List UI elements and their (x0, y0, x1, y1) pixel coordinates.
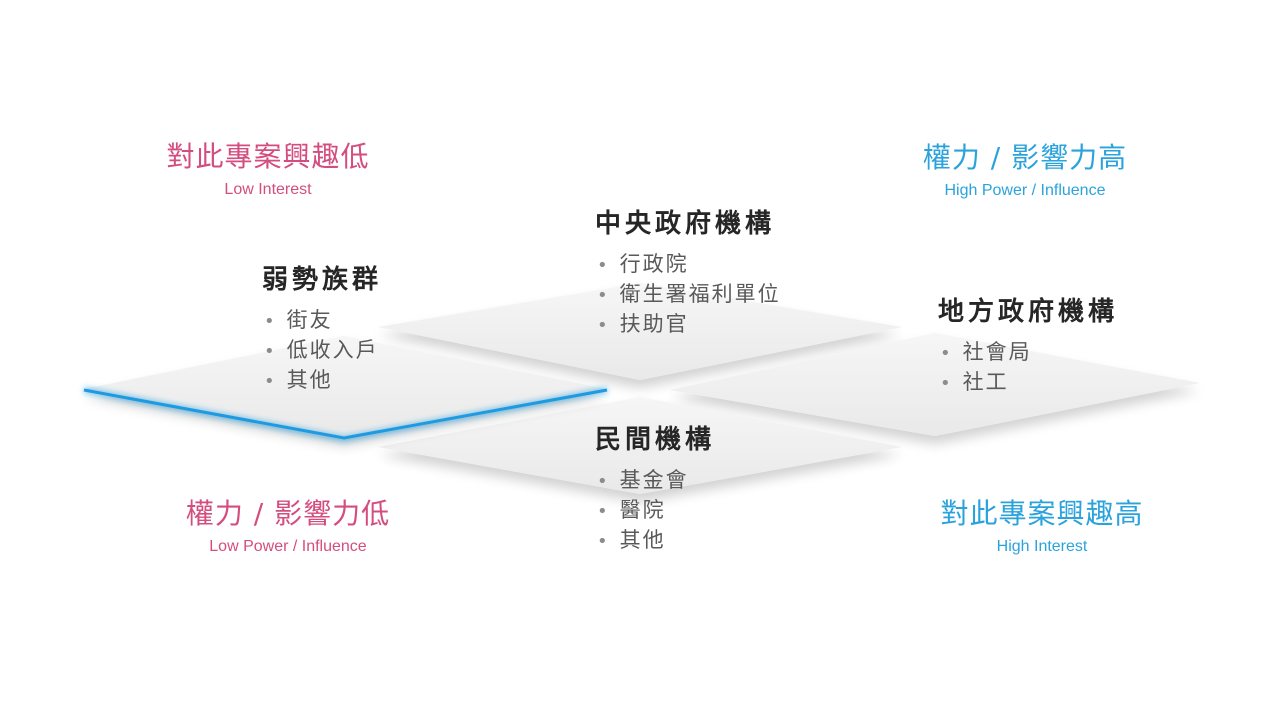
group-item-list: •街友 •低收入戶 •其他 (264, 306, 382, 396)
list-item: •其他 (597, 528, 666, 552)
high-interest-label: 對此專案興趣高 (940, 497, 1144, 530)
corner-top-right: 權力 / 影響力高 High Power / Influence (905, 141, 1145, 201)
low-interest-label: 對此專案興趣低 (166, 140, 370, 173)
high-power-english: High Power / Influence (944, 182, 1106, 199)
group-title: 地方政府機構 (938, 297, 1119, 327)
high-power-label: 權力 / 影響力高 (922, 141, 1128, 174)
list-item: •扶助官 (597, 312, 689, 336)
list-item: •社會局 (940, 340, 1032, 364)
corner-bottom-left: 權力 / 影響力低 Low Power / Influence (168, 497, 408, 557)
high-interest-english: High Interest (996, 538, 1088, 555)
tile-private (378, 397, 902, 494)
bullet-icon: • (597, 501, 610, 522)
bullet-icon: • (597, 285, 610, 306)
bullet-icon: • (264, 371, 277, 392)
low-power-label: 權力 / 影響力低 (185, 497, 391, 530)
group-item-list: •社會局 •社工 (940, 338, 1118, 398)
group-central: 中央政府機構 •行政院 •衛生署福利單位 •扶助官 (595, 208, 781, 340)
list-item: •基金會 (597, 468, 689, 492)
bullet-icon: • (597, 531, 610, 552)
corner-bottom-right: 對此專案興趣高 High Interest (932, 497, 1152, 557)
group-vulnerable: 弱勢族群 •街友 •低收入戶 •其他 (262, 264, 382, 396)
tile-central (378, 283, 902, 380)
low-power-english: Low Power / Influence (209, 538, 367, 555)
list-item: •衛生署福利單位 (597, 282, 781, 306)
corner-top-left: 對此專案興趣低 Low Interest (158, 140, 378, 200)
bullet-icon: • (940, 343, 953, 364)
bullet-icon: • (264, 341, 277, 362)
bullet-icon: • (597, 255, 610, 276)
list-item: •醫院 (597, 498, 666, 522)
group-private: 民間機構 •基金會 •醫院 •其他 (595, 424, 715, 556)
bullet-icon: • (264, 311, 277, 332)
bullet-icon: • (597, 471, 610, 492)
tile-vulnerable-edge (83, 388, 608, 440)
group-item-list: •行政院 •衛生署福利單位 •扶助官 (597, 250, 781, 340)
group-item-list: •基金會 •醫院 •其他 (597, 466, 715, 556)
group-local: 地方政府機構 •社會局 •社工 (938, 296, 1118, 398)
group-title: 民間機構 (595, 425, 716, 455)
group-title: 弱勢族群 (262, 265, 383, 295)
list-item: •行政院 (597, 252, 689, 276)
list-item: •其他 (264, 368, 333, 392)
low-interest-english: Low Interest (224, 181, 312, 198)
bullet-icon: • (940, 373, 953, 394)
group-title: 中央政府機構 (595, 209, 776, 239)
list-item: •街友 (264, 308, 333, 332)
bullet-icon: • (597, 315, 610, 336)
tile-local (670, 333, 1200, 436)
list-item: •低收入戶 (264, 338, 379, 362)
list-item: •社工 (940, 370, 1009, 394)
